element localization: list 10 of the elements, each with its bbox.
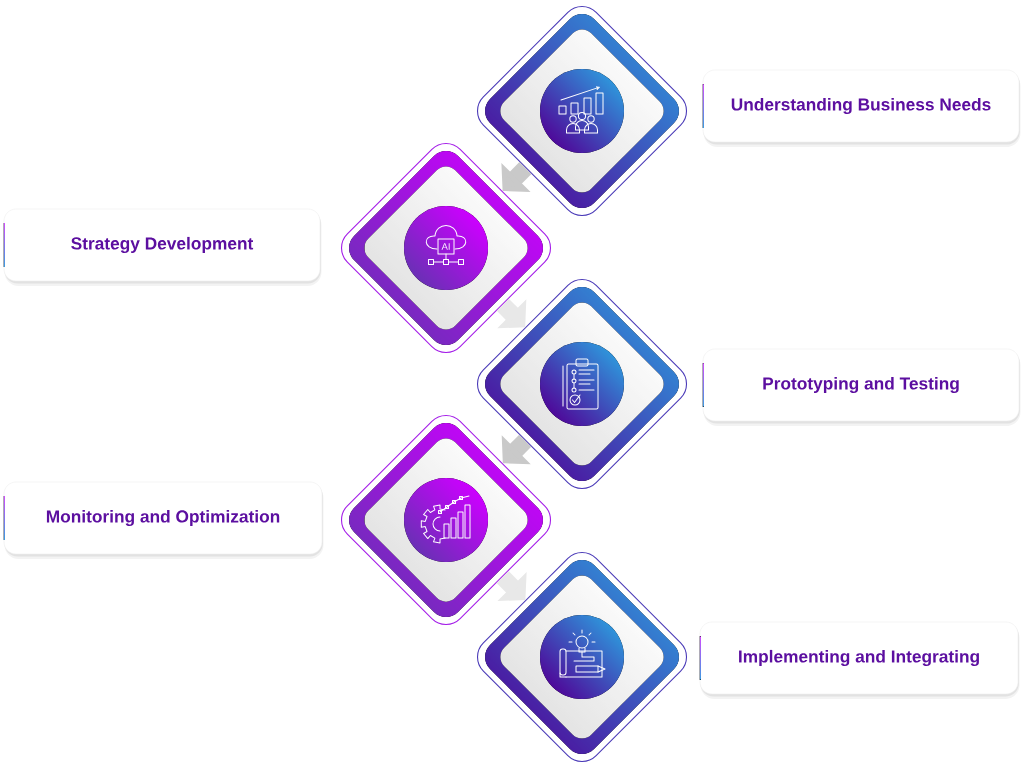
text-box: Prototyping and Testing bbox=[702, 348, 1021, 426]
arrow bbox=[496, 571, 527, 601]
arrow bbox=[496, 298, 527, 329]
arrow bbox=[501, 162, 532, 192]
text-box: Strategy Development bbox=[3, 208, 322, 286]
text-box: Monitoring and Optimization bbox=[3, 481, 324, 559]
text-box: Understanding Business Needs bbox=[702, 69, 1021, 147]
text-box: Implementing and Integrating bbox=[699, 621, 1020, 699]
arrow bbox=[501, 434, 532, 465]
icon-label: AI bbox=[441, 243, 450, 250]
